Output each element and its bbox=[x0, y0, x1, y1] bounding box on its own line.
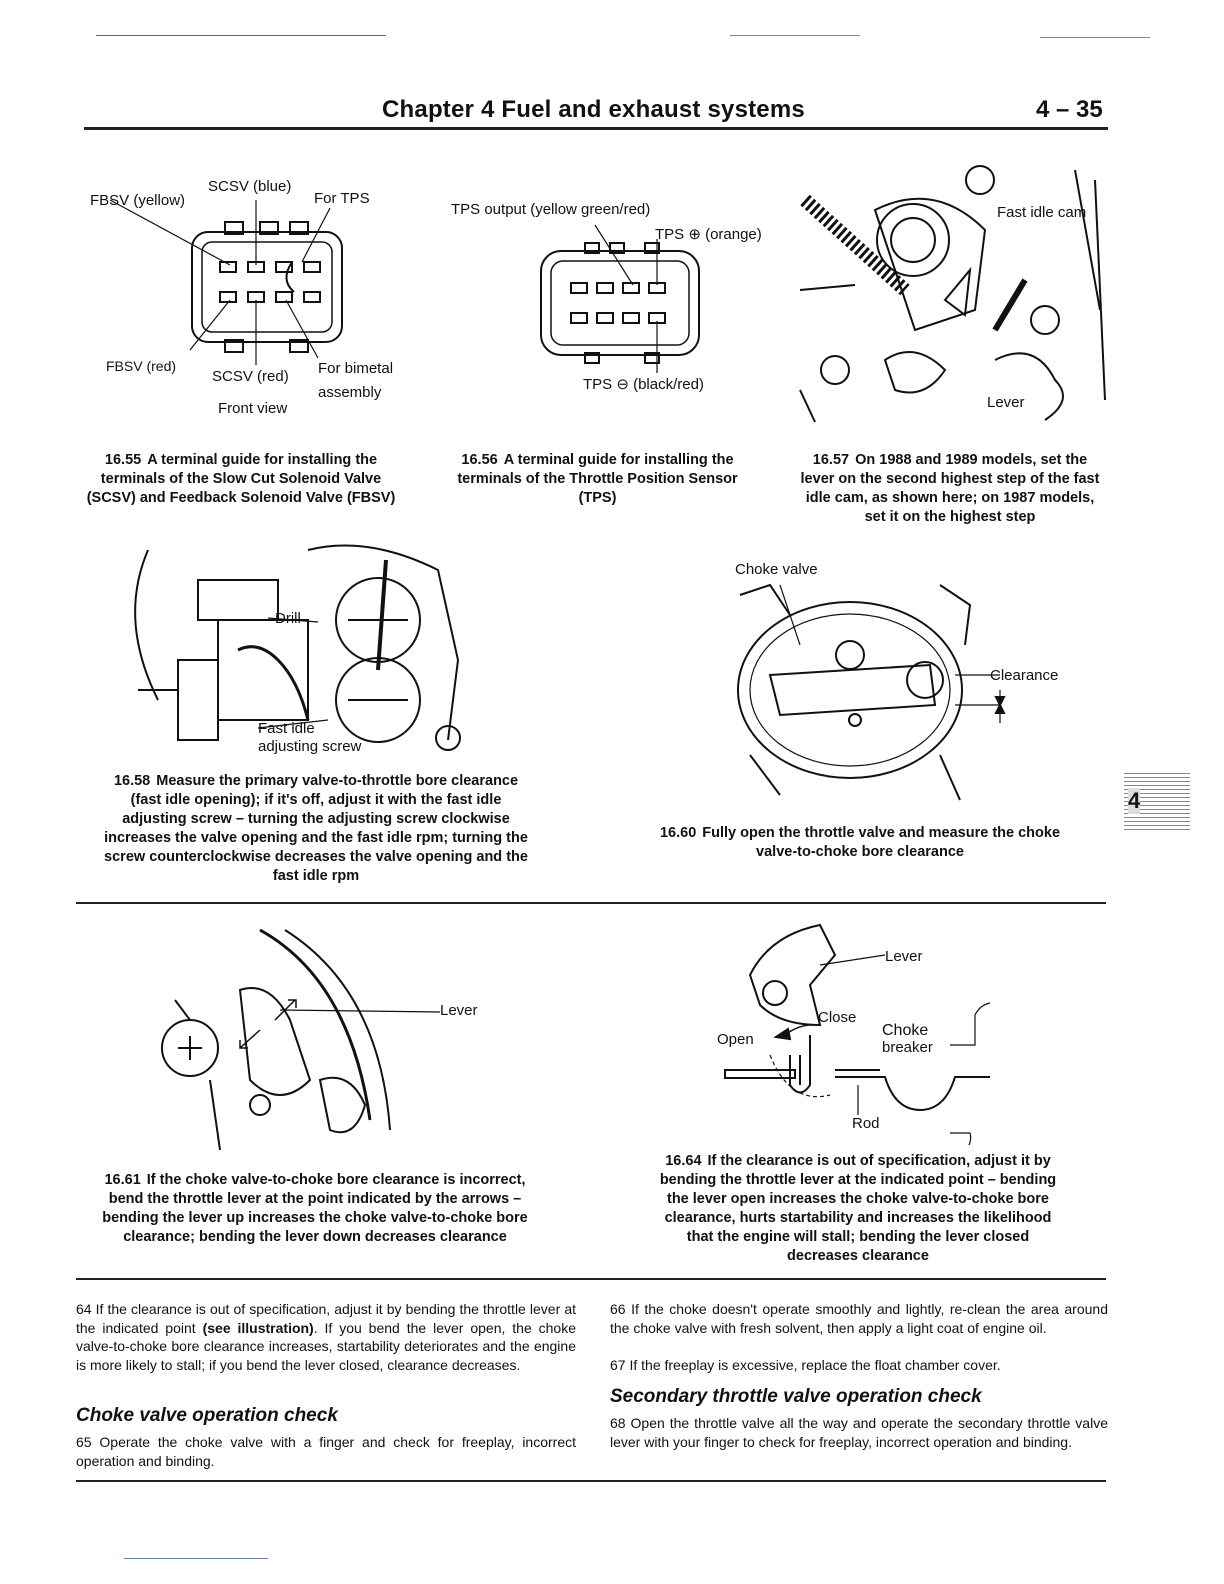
label-lever: Lever bbox=[885, 948, 923, 965]
fast-idle-cam-drawing bbox=[799, 165, 1106, 423]
label-breaker: breaker bbox=[882, 1039, 933, 1056]
heading-secondary-throttle-valve-operation-check: Secondary throttle valve operation check bbox=[610, 1386, 982, 1407]
section-rule bbox=[76, 1278, 1106, 1280]
paragraph-text: Operate the choke valve with a finger an… bbox=[76, 1434, 577, 1469]
top-scan-line bbox=[96, 35, 386, 36]
fast-idle-adjust-drawing bbox=[134, 544, 461, 751]
caption-number: 16.55 bbox=[104, 452, 142, 468]
label-adjusting-screw: adjusting screw bbox=[258, 738, 362, 755]
label-choke-valve: Choke valve bbox=[735, 561, 818, 578]
label-assembly: assembly bbox=[318, 384, 382, 401]
paragraph-number: 65 bbox=[76, 1434, 92, 1450]
top-scan-line bbox=[730, 35, 860, 36]
label-lever: Lever bbox=[987, 394, 1025, 411]
label-clearance: Clearance bbox=[990, 667, 1059, 684]
figure-16-55: FBSV (yellow) SCSV (blue) For TPS FBSV (… bbox=[80, 170, 420, 430]
label-tps-plus: TPS ⊕ (orange) bbox=[655, 226, 762, 243]
caption-text: If the clearance is out of specification… bbox=[659, 1153, 1057, 1264]
paragraph-text: If the choke doesn't operate smoothly an… bbox=[610, 1301, 1108, 1336]
thumb-tab-number: 4 bbox=[1128, 788, 1141, 814]
label-front-view: Front view bbox=[218, 400, 288, 417]
label-open: Open bbox=[717, 1031, 754, 1048]
label-close: Close bbox=[818, 1009, 857, 1026]
tps-connector-drawing bbox=[540, 224, 700, 373]
top-scan-line bbox=[1040, 37, 1150, 38]
label-lever: Lever bbox=[440, 1002, 478, 1019]
caption-text: A terminal guide for installing the term… bbox=[457, 452, 738, 506]
paragraph-text: Open the throttle valve all the way and … bbox=[610, 1415, 1108, 1450]
caption-number: 16.58 bbox=[113, 773, 151, 789]
paragraph-number: 64 bbox=[76, 1301, 92, 1317]
label-drill: Drill bbox=[275, 610, 301, 627]
caption-text: Fully open the throttle valve and measur… bbox=[702, 825, 1061, 860]
label-scsv-red: SCSV (red) bbox=[212, 368, 289, 385]
caption-number: 16.64 bbox=[665, 1153, 702, 1169]
paragraph-67: 67 If the freeplay is excessive, replace… bbox=[610, 1356, 1108, 1375]
paragraph-65: 65 Operate the choke valve with a finger… bbox=[76, 1433, 576, 1470]
paragraph-number: 67 bbox=[610, 1357, 626, 1373]
bottom-scan-line bbox=[124, 1558, 268, 1559]
header-rule bbox=[84, 127, 1108, 130]
caption-text: On 1988 and 1989 models, set the lever o… bbox=[800, 452, 1100, 525]
figure-16-60: Choke valve Clearance bbox=[700, 555, 1080, 810]
choke-valve-clearance-drawing bbox=[737, 583, 1006, 801]
paragraph-number: 68 bbox=[610, 1415, 626, 1431]
paragraph-text: If the freeplay is excessive, replace th… bbox=[629, 1357, 1001, 1373]
choke-breaker-lever-drawing bbox=[724, 923, 991, 1148]
figure-16-56: TPS output (yellow green/red) TPS ⊕ (ora… bbox=[445, 185, 785, 400]
chapter-thumb-tab: 4 bbox=[1124, 770, 1190, 830]
caption-number: 16.61 bbox=[104, 1172, 141, 1188]
caption-16-60: 16.60 Fully open the throttle valve and m… bbox=[655, 824, 1065, 862]
label-fast-idle: Fast idle bbox=[258, 720, 315, 737]
page-number: 4 – 35 bbox=[1036, 96, 1103, 123]
caption-number: 16.57 bbox=[812, 452, 850, 468]
section-rule bbox=[76, 902, 1106, 904]
paragraph-66: 66 If the choke doesn't operate smoothly… bbox=[610, 1300, 1108, 1337]
caption-number: 16.60 bbox=[659, 825, 697, 841]
label-for-bimetal: For bimetal bbox=[318, 360, 394, 377]
label-for-tps: For TPS bbox=[314, 190, 370, 207]
caption-text: Measure the primary valve-to-throttle bo… bbox=[104, 773, 528, 884]
paragraph-text: If the clearance is out of specification… bbox=[76, 1301, 576, 1336]
label-tps-output: TPS output (yellow green/red) bbox=[451, 201, 651, 218]
label-choke: Choke bbox=[882, 1022, 929, 1039]
label-rod: Rod bbox=[852, 1115, 880, 1132]
figure-16-57: Fast idle cam Lever bbox=[795, 160, 1111, 430]
figure-16-64: Lever Close Open Choke breaker Rod bbox=[710, 915, 1010, 1148]
paragraph-68: 68 Open the throttle valve all the way a… bbox=[610, 1414, 1108, 1451]
caption-number: 16.56 bbox=[461, 452, 498, 468]
paragraph-64: 64 If the clearance is out of specificat… bbox=[76, 1300, 576, 1374]
footer-rule bbox=[76, 1480, 1106, 1482]
label-fbsv-yellow: FBSV (yellow) bbox=[90, 192, 186, 209]
caption-text: If the choke valve-to-choke bore clearan… bbox=[102, 1172, 528, 1245]
figure-16-58: Drill Fast idle adjusting screw bbox=[118, 540, 488, 770]
figure-16-61: Lever bbox=[150, 920, 510, 1160]
heading-choke-valve-operation-check: Choke valve operation check bbox=[76, 1405, 338, 1426]
label-fast-idle-cam: Fast idle cam bbox=[997, 204, 1087, 221]
throttle-lever-bend-drawing bbox=[161, 928, 441, 1151]
scsv-fbsv-connector-drawing bbox=[109, 199, 343, 365]
caption-text: A terminal guide for installing the term… bbox=[86, 452, 396, 506]
paragraph-text: . If you bend the lever open, the choke … bbox=[76, 1319, 577, 1373]
paragraph-number: 66 bbox=[610, 1301, 626, 1317]
label-scsv-blue: SCSV (blue) bbox=[208, 178, 292, 195]
illustration-reference: (see illustration) bbox=[202, 1319, 314, 1336]
label-fbsv-red: FBSV (red) bbox=[106, 358, 177, 374]
label-tps-minus: TPS ⊖ (black/red) bbox=[583, 376, 704, 393]
chapter-title: Chapter 4 Fuel and exhaust systems bbox=[382, 96, 805, 123]
